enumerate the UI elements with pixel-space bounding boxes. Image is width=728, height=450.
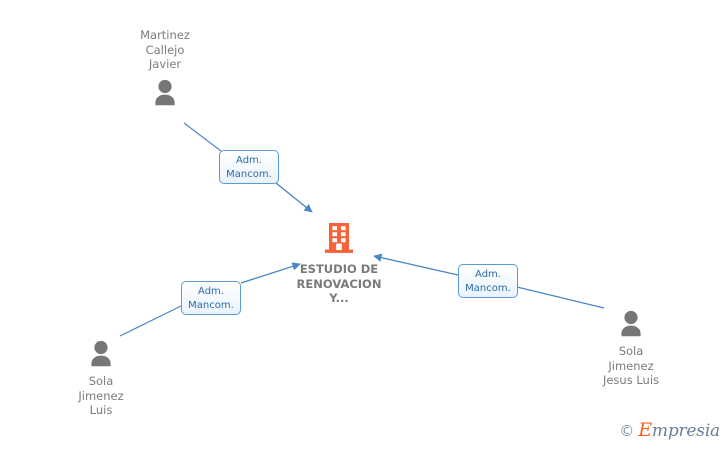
building-icon [325, 223, 353, 253]
watermark-empresia: © Empresia [619, 419, 720, 441]
person-node-sola-jimenez-jesus-luis[interactable]: Sola Jimenez Jesus Luis [556, 308, 706, 388]
person-node-martinez-callejo-javier[interactable]: Martinez Callejo Javier [90, 28, 240, 109]
person-icon [155, 79, 175, 105]
edge-martinez-to-box [183, 122, 222, 152]
edge-box-to-company-bottom-left [240, 262, 301, 284]
relation-label-sola-jesus-luis[interactable]: Adm. Mancom. [458, 264, 518, 298]
brand-name: Empresia [638, 419, 720, 441]
edge-sola-jesus-to-box [516, 286, 605, 309]
relation-label-martinez[interactable]: Adm. Mancom. [219, 150, 279, 184]
company-label: ESTUDIO DE RENOVACION Y... [296, 262, 382, 305]
person-node-sola-jimenez-luis[interactable]: Sola Jimenez Luis [26, 338, 176, 418]
person-label: Sola Jimenez Jesus Luis [602, 344, 660, 387]
person-label: Martinez Callejo Javier [140, 28, 190, 71]
company-node[interactable]: ESTUDIO DE RENOVACION Y... [259, 222, 419, 306]
person-label: Sola Jimenez Luis [78, 374, 124, 417]
edge-box-to-company-top-left [275, 182, 313, 213]
edge-box-to-company-right [373, 253, 459, 276]
relation-label-sola-luis[interactable]: Adm. Mancom. [181, 281, 241, 315]
person-icon [621, 310, 641, 337]
brand-initial: E [638, 419, 652, 441]
copyright-icon: © [619, 422, 635, 440]
edge-sola-luis-to-box [119, 305, 182, 337]
person-icon [91, 340, 111, 367]
brand-rest: mpresia [651, 421, 720, 441]
